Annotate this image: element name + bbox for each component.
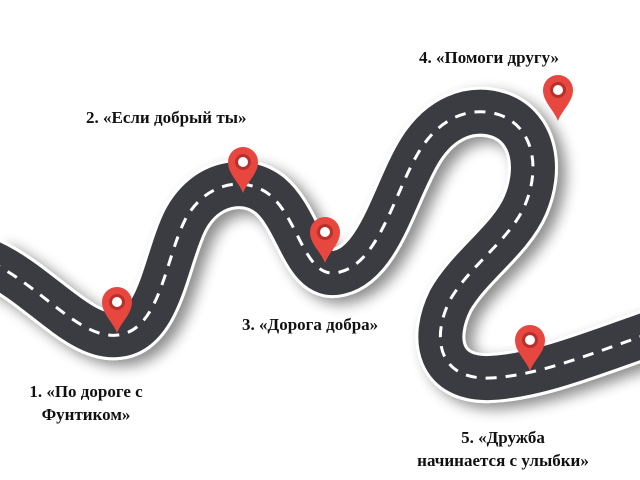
map-pin-icon[interactable] <box>309 216 341 264</box>
map-pin-icon[interactable] <box>227 146 259 194</box>
stage-5-label: 5. «Дружба начинается с улыбки» <box>393 426 613 472</box>
map-pin-icon[interactable] <box>542 74 574 122</box>
lane-dashes <box>0 110 640 380</box>
map-pin-icon[interactable] <box>101 286 133 334</box>
stage-5-label-line2: начинается с улыбки» <box>417 451 589 470</box>
stage-2-label: 2. «Если добрый ты» <box>86 106 246 129</box>
stage-3-label-line1: 3. «Дорога добра» <box>242 315 379 334</box>
stage-3-label: 3. «Дорога добра» <box>242 313 378 336</box>
stage-2-label-line1: 2. «Если добрый ты» <box>86 108 247 127</box>
stage-4-label-line1: 4. «Помоги другу» <box>419 48 559 67</box>
stage-4-label: 4. «Помоги другу» <box>419 46 559 69</box>
stage-1-label: 1. «По дороге с Фунтиком» <box>6 380 166 426</box>
stage-1-label-line1: 1. «По дороге с <box>29 382 143 401</box>
stage-1-label-line2: Фунтиком» <box>41 405 131 424</box>
map-pin-icon[interactable] <box>514 324 546 372</box>
stage-5-label-line1: 5. «Дружба <box>461 428 545 447</box>
